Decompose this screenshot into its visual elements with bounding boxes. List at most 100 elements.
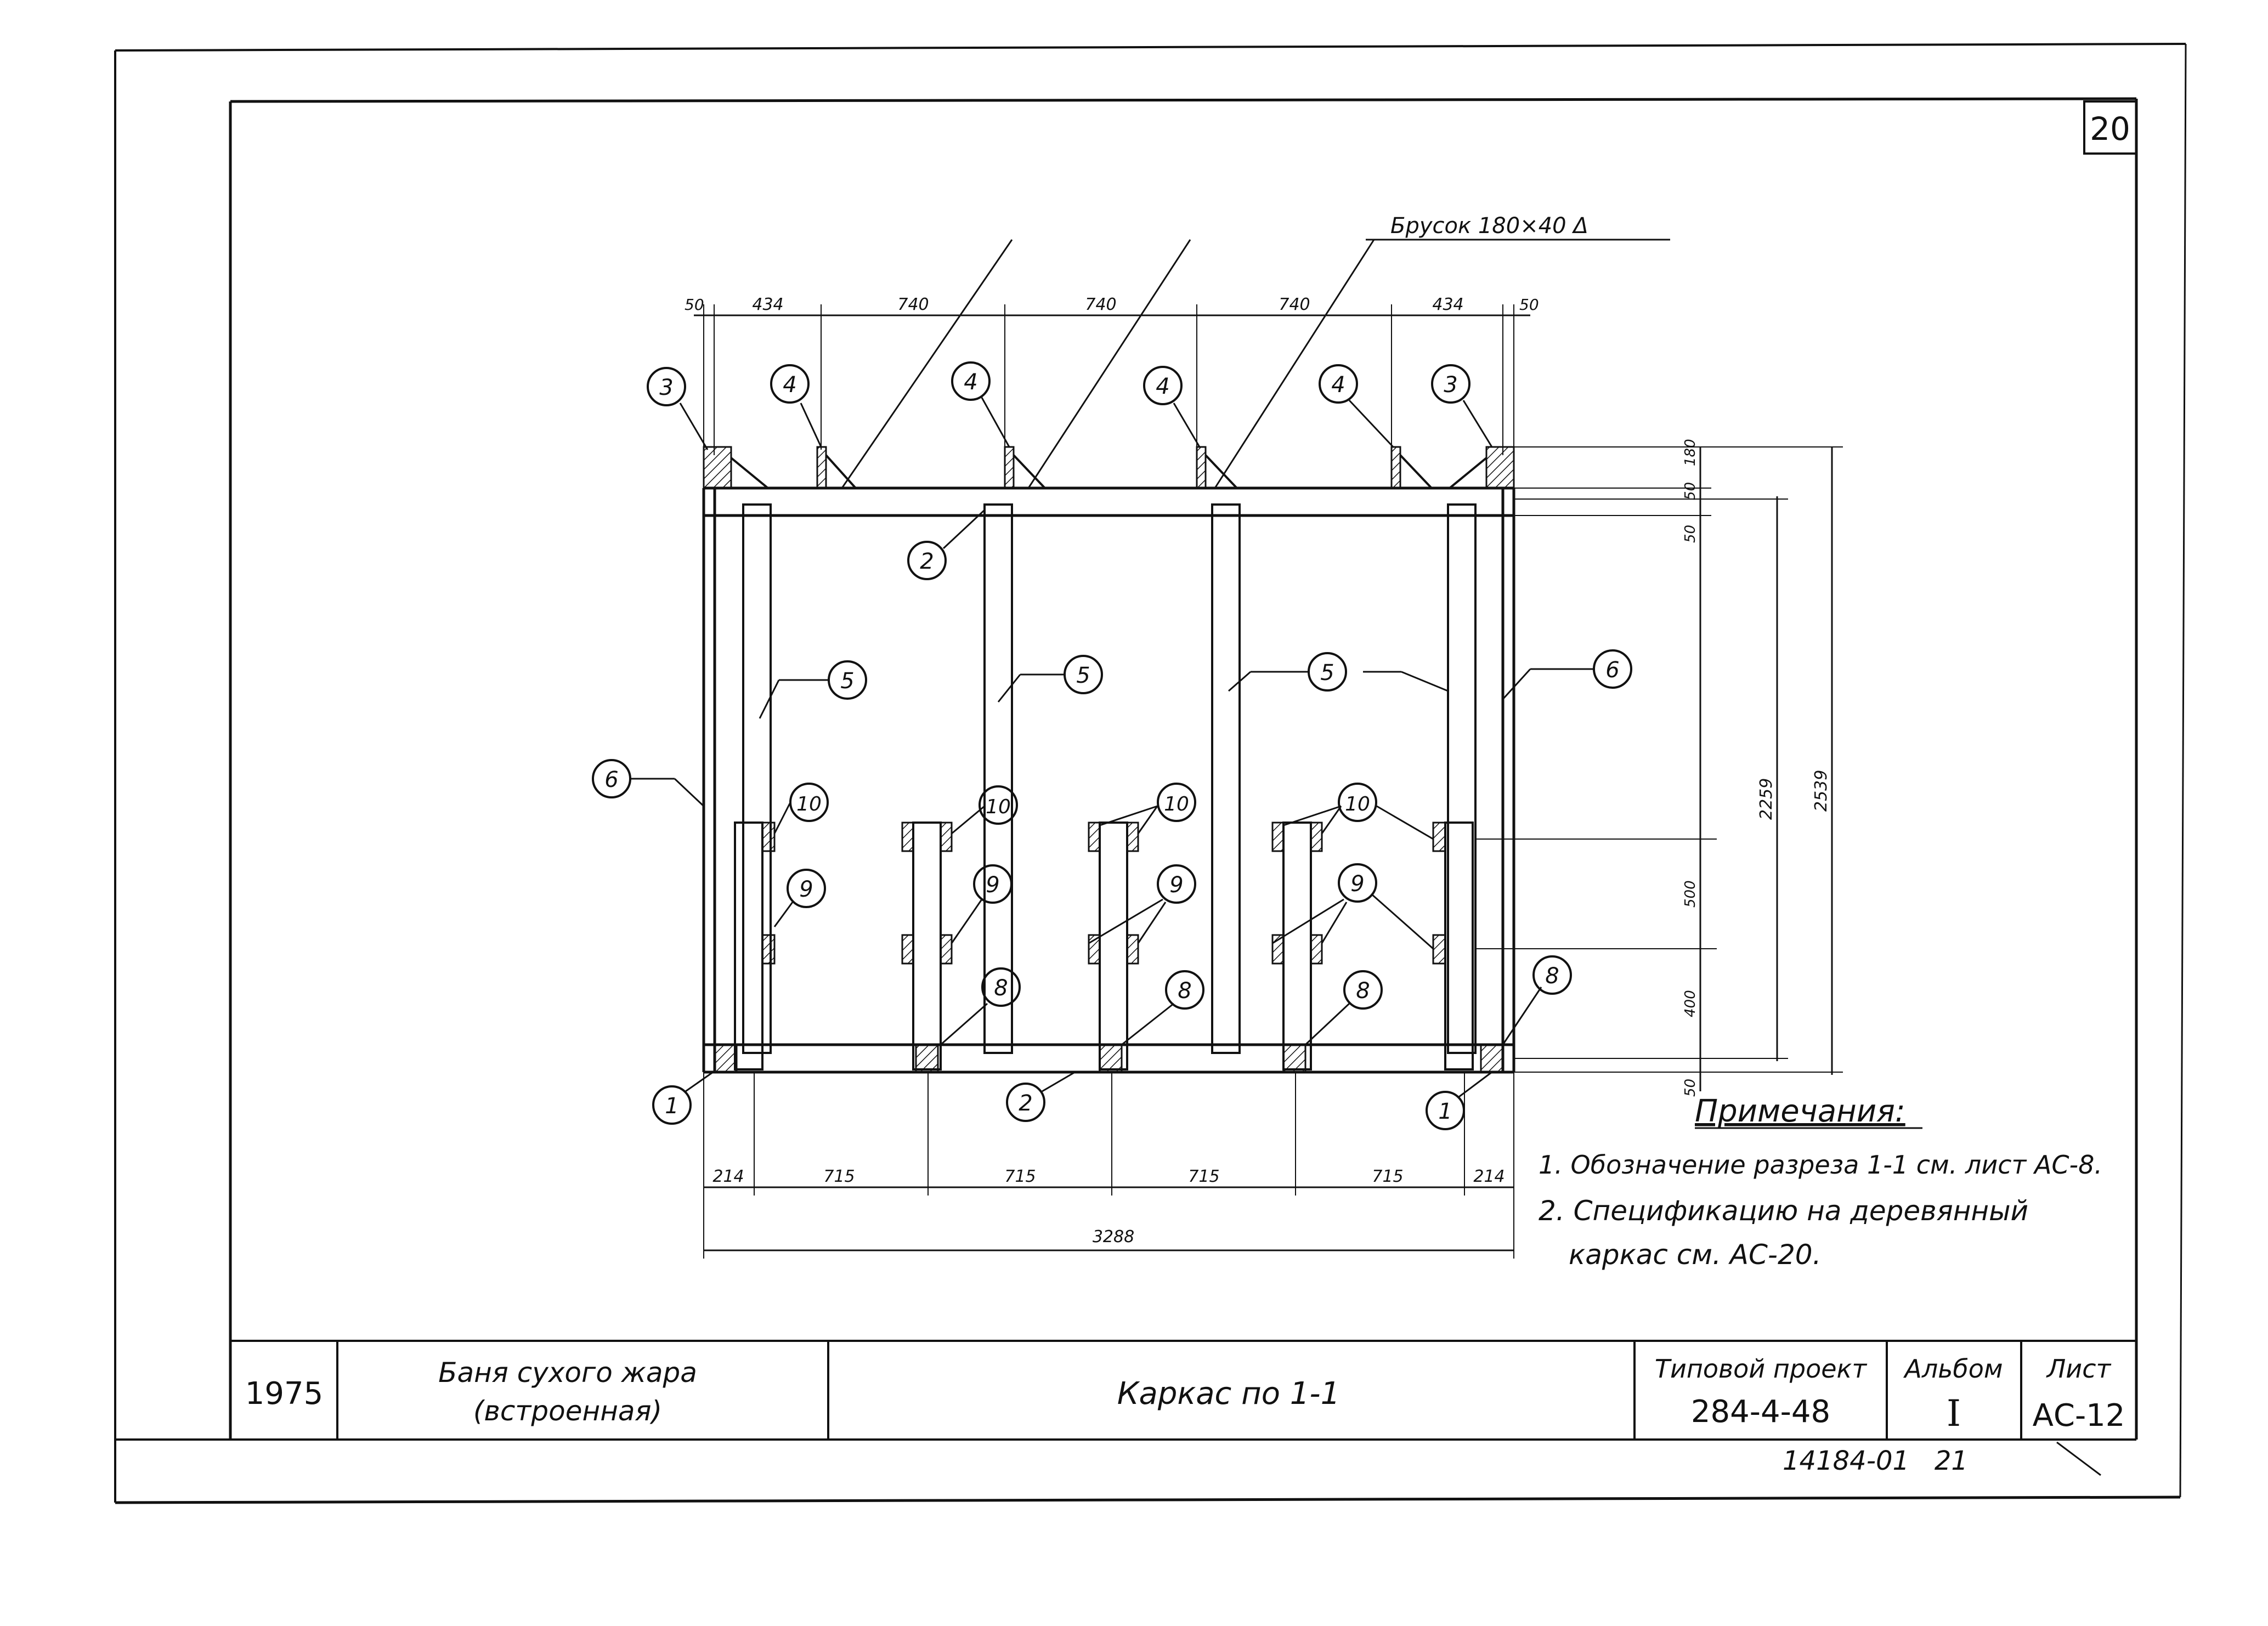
svg-text:4: 4 — [1156, 374, 1169, 399]
frame-structure — [702, 446, 1515, 1074]
callout-6-right: 6 — [1502, 649, 1632, 700]
bottom-dimensions: 214 715 715 715 715 214 3288 — [703, 1072, 1514, 1259]
svg-text:5: 5 — [1076, 663, 1090, 688]
callout-4-d: 4 — [1319, 364, 1394, 448]
svg-text:9: 9 — [1350, 871, 1364, 897]
top-dimension-chain: 50 434 740 740 740 434 50 — [685, 295, 1539, 455]
svg-text:9: 9 — [986, 873, 999, 898]
sheet-border — [114, 43, 2187, 1504]
title-year: 1975 — [245, 1376, 324, 1412]
svg-text:50: 50 — [1682, 1079, 1699, 1097]
beam-callout: Брусок 180×40 Δ — [841, 213, 1670, 489]
svg-text:10: 10 — [986, 796, 1011, 818]
title-name-1: Баня сухого жара — [438, 1357, 697, 1389]
callout-2-bottom: 2 — [1006, 1071, 1076, 1122]
callout-4-c: 4 — [1143, 366, 1201, 447]
svg-text:715: 715 — [1004, 1167, 1036, 1186]
svg-text:1: 1 — [1438, 1099, 1452, 1124]
svg-text:214: 214 — [712, 1167, 744, 1186]
svg-text:10: 10 — [796, 793, 822, 815]
callout-1-left: 1 — [652, 1071, 714, 1125]
top-dim-4: 740 — [1085, 295, 1116, 314]
svg-text:9: 9 — [799, 877, 813, 902]
svg-text:400: 400 — [1682, 990, 1699, 1017]
svg-text:8: 8 — [1356, 978, 1370, 1004]
svg-text:6: 6 — [1605, 658, 1619, 683]
top-dim-3: 740 — [897, 295, 929, 314]
album-value: I — [1947, 1392, 1961, 1435]
svg-text:10: 10 — [1164, 793, 1189, 815]
svg-text:4: 4 — [964, 370, 977, 395]
callout-5-b: 5 — [997, 655, 1103, 702]
note-2: 2. Спецификацию на деревянный — [1539, 1195, 2028, 1227]
callout-8-b: 8 — [1121, 970, 1204, 1046]
note-3: каркас см. АС-20. — [1569, 1239, 1821, 1271]
callout-4-b: 4 — [951, 361, 1010, 447]
notes: Примечания: 1. Обозначение разреза 1-1 с… — [1539, 1094, 2102, 1271]
beam-callout-label: Брусок 180×40 Δ — [1390, 213, 1588, 239]
callout-4-a: 4 — [770, 364, 822, 447]
svg-text:715: 715 — [823, 1167, 855, 1186]
callout-6-left: 6 — [592, 759, 705, 807]
callout-bubbles: 3 4 4 4 4 3 2 — [592, 361, 1632, 1130]
svg-text:4: 4 — [783, 372, 796, 398]
top-dim-1: 50 — [685, 296, 704, 314]
note-1: 1. Обозначение разреза 1-1 см. лист АС-8… — [1539, 1150, 2102, 1180]
svg-text:2259: 2259 — [1757, 778, 1776, 820]
callout-3-right: 3 — [1431, 364, 1493, 447]
callout-10-d: 10 — [1283, 783, 1434, 840]
top-dim-6: 434 — [1432, 295, 1463, 314]
svg-text:5: 5 — [1320, 660, 1334, 685]
svg-text:3288: 3288 — [1093, 1227, 1134, 1247]
callout-10-a: 10 — [773, 783, 829, 834]
svg-text:4: 4 — [1331, 372, 1345, 398]
callout-10-c: 10 — [1099, 783, 1196, 834]
right-dimensions: 180 50 50 2259 2539 500 400 50 — [1475, 439, 1843, 1097]
callout-5-a: 5 — [759, 660, 867, 719]
svg-text:2539: 2539 — [1812, 770, 1831, 812]
svg-text:8: 8 — [1178, 978, 1191, 1004]
callout-3-left: 3 — [647, 367, 709, 450]
callout-8-a: 8 — [940, 967, 1021, 1046]
project-number: 284-4-48 — [1691, 1394, 1830, 1430]
svg-text:500: 500 — [1682, 880, 1699, 908]
title-block: 1975 Баня сухого жара (встроенная) Карка… — [230, 1340, 2136, 1441]
project-label: Типовой проект — [1655, 1354, 1867, 1384]
sheet-number: 20 — [2090, 110, 2130, 148]
top-dim-2: 434 — [752, 295, 783, 314]
callout-8-d: 8 — [1502, 955, 1572, 1045]
callout-9-d: 9 — [1272, 863, 1434, 950]
svg-text:3: 3 — [1444, 372, 1457, 398]
callout-10-b: 10 — [951, 785, 1018, 835]
callout-2-top: 2 — [907, 509, 986, 580]
svg-text:10: 10 — [1345, 793, 1370, 815]
callout-8-c: 8 — [1304, 970, 1383, 1046]
title-name-2: (встроенная) — [473, 1395, 662, 1427]
footer-note: 14184-01 21 — [1783, 1446, 1968, 1476]
svg-text:2: 2 — [920, 549, 934, 574]
svg-text:1: 1 — [665, 1094, 678, 1119]
svg-text:8: 8 — [994, 976, 1008, 1001]
svg-text:6: 6 — [604, 767, 618, 792]
svg-text:9: 9 — [1169, 873, 1183, 898]
sheet-number-box: 20 — [2083, 100, 2137, 155]
svg-text:50: 50 — [1682, 482, 1699, 500]
callout-9-b: 9 — [951, 864, 1013, 944]
svg-text:180: 180 — [1682, 439, 1699, 466]
sheet-value: АС-12 — [2033, 1398, 2125, 1434]
svg-text:8: 8 — [1545, 964, 1559, 989]
svg-text:5: 5 — [840, 668, 854, 694]
top-dim-5: 740 — [1279, 295, 1310, 314]
svg-text:3: 3 — [659, 375, 673, 400]
callout-1-right: 1 — [1426, 1071, 1492, 1130]
sheet-label: Лист — [2046, 1354, 2112, 1384]
svg-text:715: 715 — [1188, 1167, 1219, 1186]
callout-5-c: 5 — [1228, 652, 1449, 692]
top-dim-7: 50 — [1519, 296, 1539, 314]
album-label: Альбом — [1903, 1354, 2003, 1384]
svg-text:2: 2 — [1019, 1091, 1032, 1116]
svg-text:715: 715 — [1372, 1167, 1403, 1186]
callout-9-c: 9 — [1088, 864, 1196, 944]
callout-9-a: 9 — [773, 869, 826, 927]
